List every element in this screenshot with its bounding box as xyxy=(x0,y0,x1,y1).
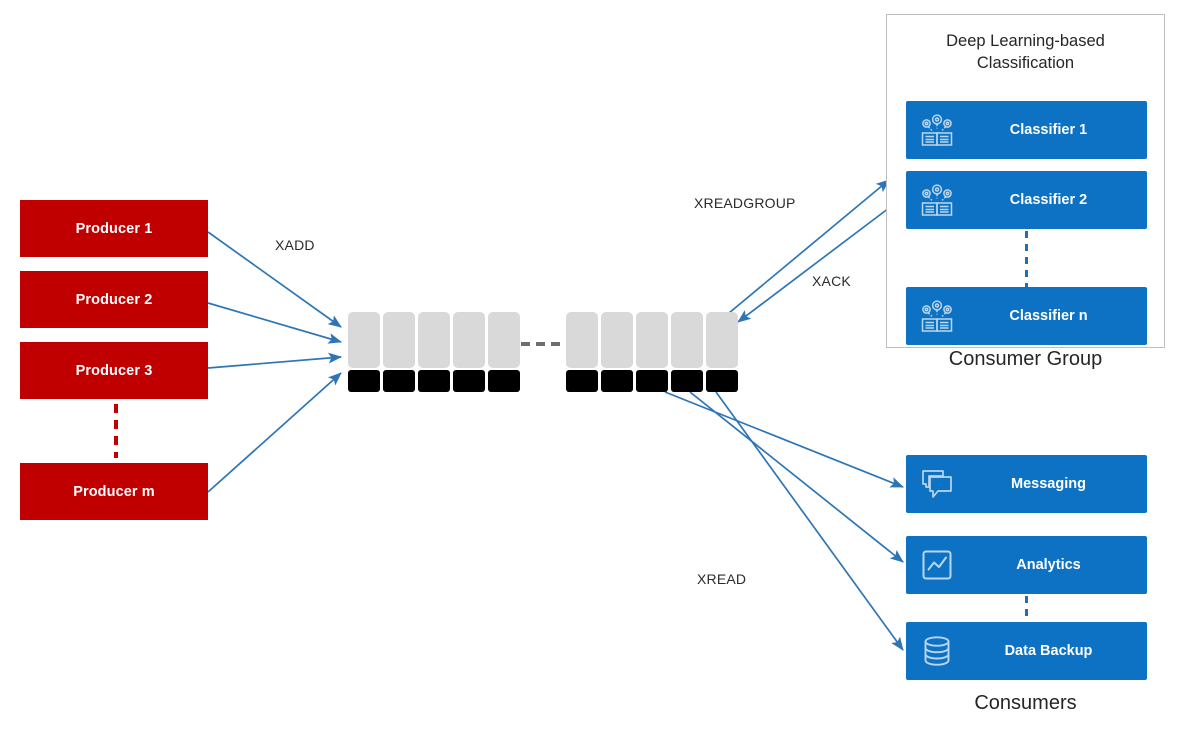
classifier-label: Classifier n xyxy=(1009,308,1088,324)
stream-cell-top xyxy=(453,312,485,368)
classifier-label: Classifier 2 xyxy=(1009,192,1088,208)
producer-label: Producer 1 xyxy=(75,220,153,237)
xadd-arrow-group xyxy=(207,231,343,493)
consumer-group-title: Deep Learning-based Classification xyxy=(896,31,1155,75)
arrow-stream-to-data-backup xyxy=(715,391,904,651)
consumers-caption: Consumers xyxy=(974,692,1077,714)
stream-cell-top xyxy=(706,312,738,368)
producer-label: Producer 2 xyxy=(75,291,153,308)
stream-cell-bottom xyxy=(383,370,415,392)
producer-box-1[interactable]: Producer 1 xyxy=(20,200,208,257)
stream-cell-top xyxy=(566,312,598,368)
consumer-label: Messaging xyxy=(1011,476,1086,492)
consumer-box-analytics[interactable]: Analytics xyxy=(906,536,1147,594)
chat-bubbles-icon xyxy=(906,468,968,500)
gears-book-icon xyxy=(906,183,968,217)
stream-cell-bottom xyxy=(706,370,738,392)
stream-cell-top xyxy=(383,312,415,368)
stream-cell-bottom xyxy=(671,370,703,392)
producer-box-3[interactable]: Producer 3 xyxy=(20,342,208,399)
stream-cell-bottom xyxy=(348,370,380,392)
classifier-box-1[interactable]: Classifier 1 xyxy=(906,101,1147,159)
consumer-group-title-line1: Deep Learning-based xyxy=(946,32,1105,50)
stream-cell-top xyxy=(671,312,703,368)
producer-box-2[interactable]: Producer 2 xyxy=(20,271,208,328)
producer-box-m[interactable]: Producer m xyxy=(20,463,208,520)
producer-label: Producer 3 xyxy=(75,362,153,379)
producer-label: Producer m xyxy=(73,483,155,500)
consumer-label: Analytics xyxy=(1016,557,1081,573)
gears-book-icon xyxy=(906,113,968,147)
consumer-group-title-line2: Classification xyxy=(976,53,1075,72)
stream-gap-dashes xyxy=(521,342,564,346)
gears-book-icon xyxy=(906,299,968,333)
line-chart-icon xyxy=(906,549,968,581)
xack-label: XACK xyxy=(812,273,851,289)
classifier-ellipsis-dashed-line xyxy=(1025,231,1028,287)
xreadgroup-label: XREADGROUP xyxy=(694,195,796,211)
xread-arrow-group xyxy=(664,391,904,651)
stream-cell-bottom xyxy=(566,370,598,392)
xadd-label: XADD xyxy=(275,237,315,253)
consumer-group-caption: Consumer Group xyxy=(948,348,1103,370)
producer-ellipsis-dashed-line xyxy=(114,404,118,458)
consumer-label: Data Backup xyxy=(1004,643,1093,659)
arrow-stream-to-analytics xyxy=(689,391,904,563)
stream-cell-bottom xyxy=(636,370,668,392)
database-icon xyxy=(906,635,968,667)
stream-cell-top xyxy=(488,312,520,368)
stream-cell-top xyxy=(418,312,450,368)
xack-arrow-group xyxy=(737,207,890,323)
stream-cell-top xyxy=(348,312,380,368)
arrow-producer2-to-stream xyxy=(207,302,342,344)
arrow-stream-to-messaging xyxy=(664,391,904,488)
classifier-label: Classifier 1 xyxy=(1009,122,1088,138)
xread-label: XREAD xyxy=(697,571,747,587)
consumer-ellipsis-dashed-line xyxy=(1025,596,1028,621)
classifier-box-2[interactable]: Classifier 2 xyxy=(906,171,1147,229)
stream-cell-bottom xyxy=(418,370,450,392)
classifier-box-n[interactable]: Classifier n xyxy=(906,287,1147,345)
consumer-box-messaging[interactable]: Messaging xyxy=(906,455,1147,513)
arrow-producerm-to-stream xyxy=(207,372,342,493)
arrow-producer3-to-stream xyxy=(207,352,343,369)
stream-cell-bottom xyxy=(453,370,485,392)
stream-cell-top xyxy=(601,312,633,368)
stream-cell-bottom xyxy=(488,370,520,392)
stream-cell-top xyxy=(636,312,668,368)
stream-cell-bottom xyxy=(601,370,633,392)
arrow-classifier2-to-stream xyxy=(737,207,890,323)
consumer-box-data-backup[interactable]: Data Backup xyxy=(906,622,1147,680)
